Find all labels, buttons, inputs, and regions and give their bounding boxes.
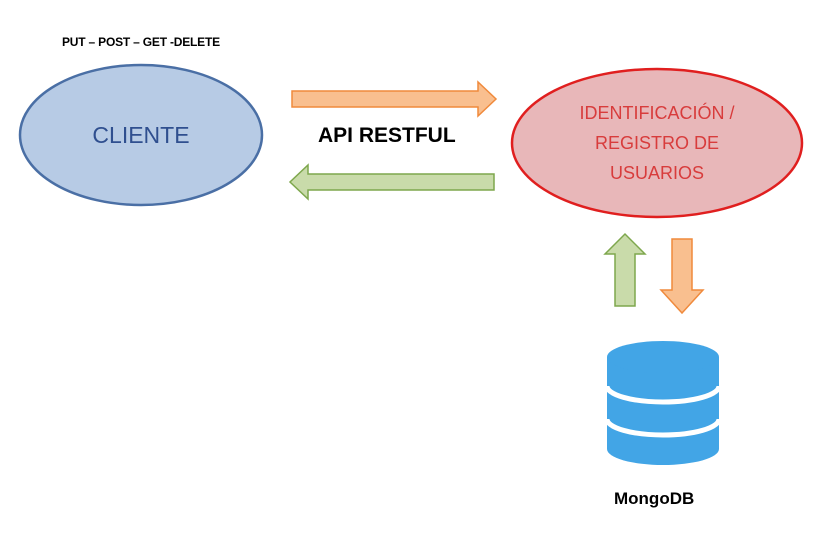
server-label-line: IDENTIFICACIÓN / bbox=[579, 103, 735, 123]
database-label: MongoDB bbox=[614, 489, 695, 508]
client-node bbox=[18, 63, 264, 207]
database-icon bbox=[604, 341, 722, 465]
api-label: API RESTFUL bbox=[318, 124, 456, 147]
client-label: CLIENTE bbox=[92, 121, 190, 148]
server-label: IDENTIFICACIÓN / REGISTRO DE USUARIOS bbox=[512, 69, 802, 217]
server-node bbox=[510, 67, 804, 219]
db-read-arrow-icon bbox=[603, 232, 647, 307]
response-arrow-icon bbox=[288, 163, 495, 201]
db-write-arrow-icon bbox=[659, 238, 705, 315]
server-label-line: USUARIOS bbox=[609, 163, 705, 183]
server-label-line: REGISTRO DE bbox=[594, 133, 719, 153]
request-arrow-icon bbox=[291, 80, 498, 118]
http-methods-label: PUT – POST – GET -DELETE bbox=[62, 35, 220, 49]
